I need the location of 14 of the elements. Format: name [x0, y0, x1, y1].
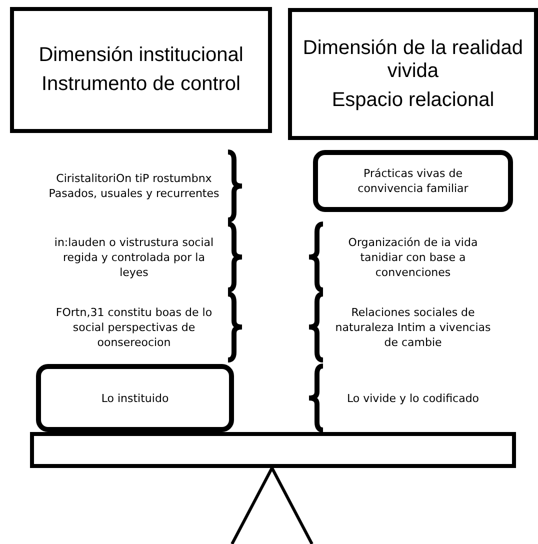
description-text: Organización de ia vida tanidiar con base a convenciones [347, 234, 479, 280]
heading-box [10, 7, 272, 133]
subheading-text: Espacio relacional [332, 88, 494, 112]
description-text: Relaciones sociales de naturaleza Intim a vivencias de cambie [334, 304, 492, 350]
subheading-text: Instrumento de control [42, 73, 240, 96]
heading-text: Dimensión de la realidad vivida [302, 36, 524, 82]
label-box: Lo instituido [36, 364, 234, 432]
heading-box [288, 8, 538, 140]
description-text: in:lauden o vistrustura social regida y controlada por la leyes [53, 234, 215, 280]
description-text: CiristalitoriOn tiP rostumbnx Pasados, usuales y recurrentes [48, 171, 220, 201]
description-text: FOrtn,31 constitu boas de lo social perspectivas de oonsereocion [54, 304, 214, 350]
heading-text: Dimensión institucional [38, 44, 244, 67]
description-text: Lo vivide y lo codificado [346, 390, 480, 406]
label-box: Prácticas vivas de convivencia familiar [313, 150, 513, 212]
